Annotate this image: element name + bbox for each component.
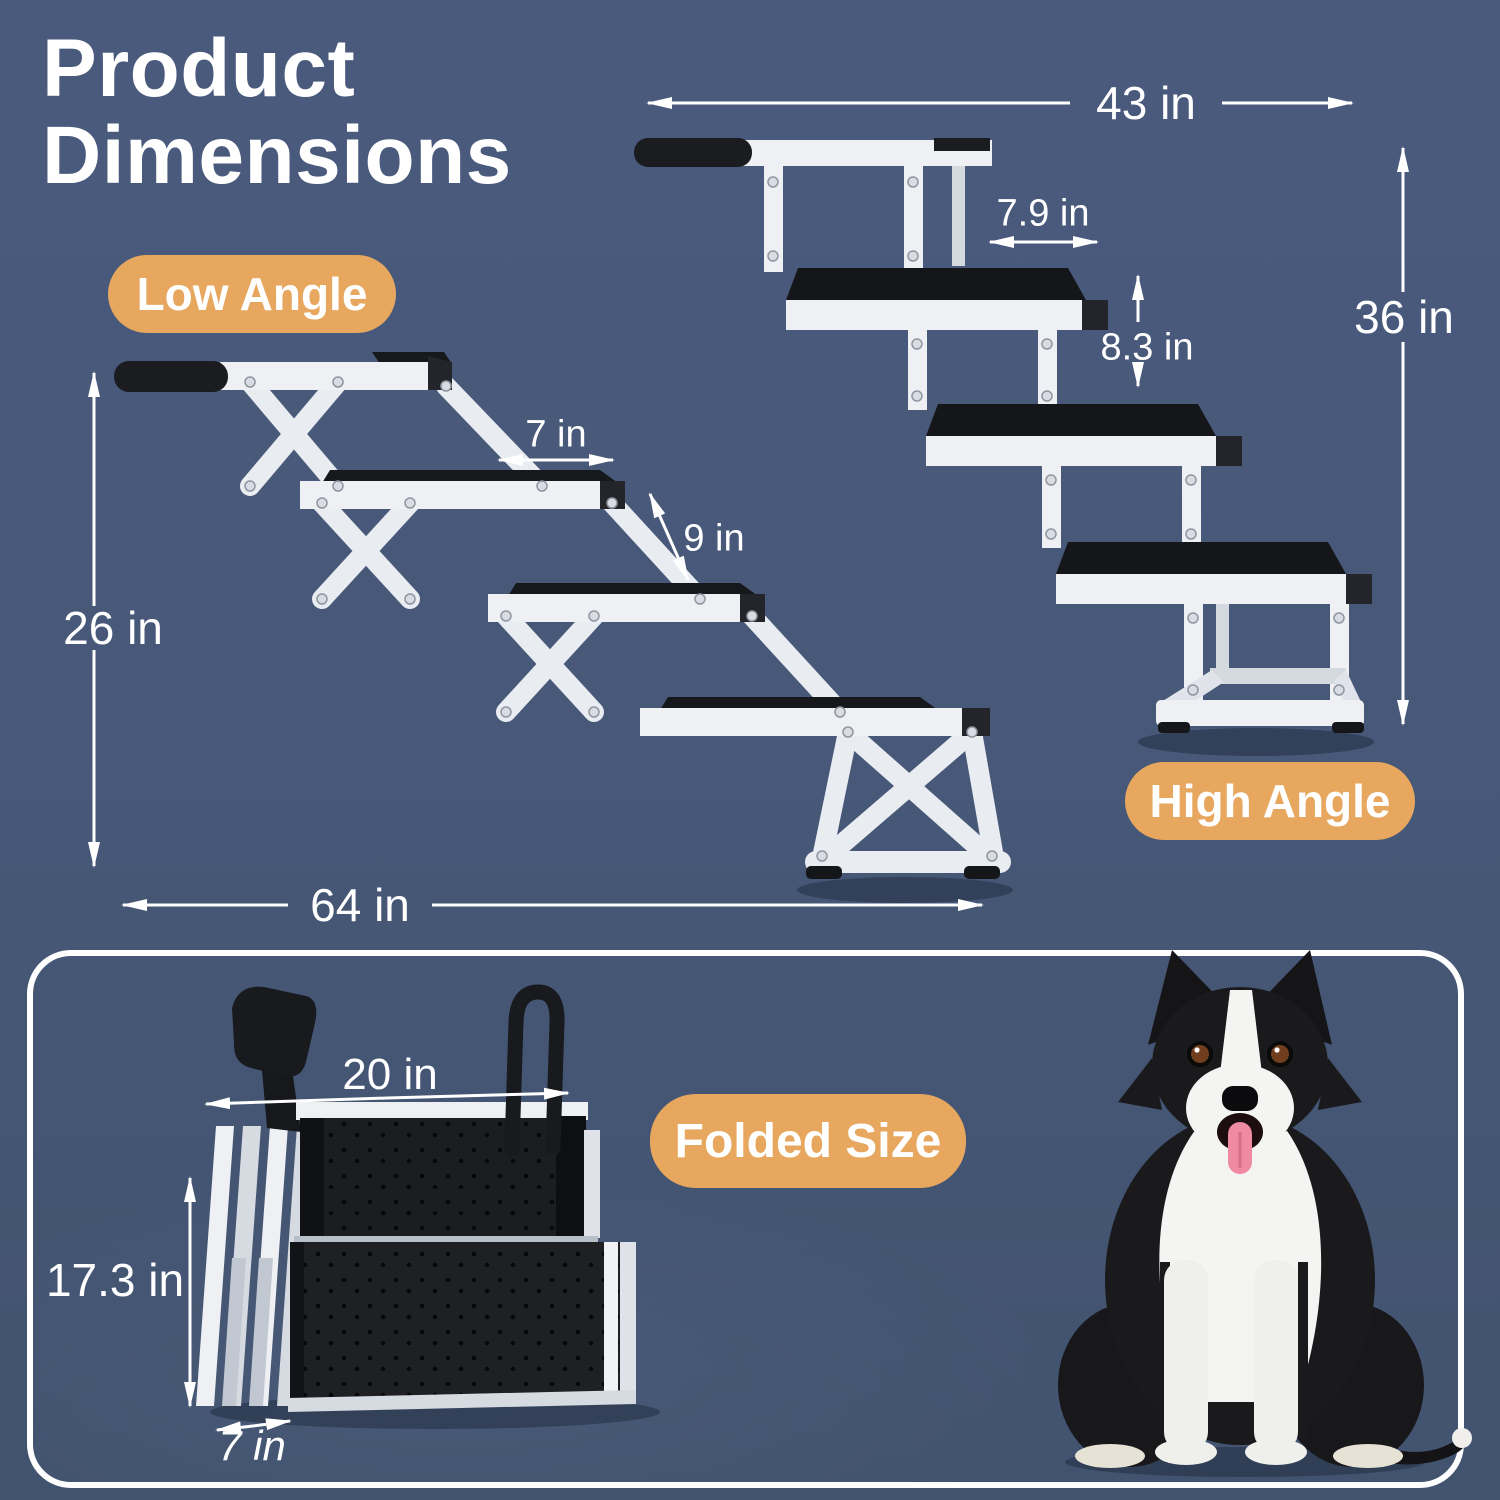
folded-size-badge: Folded Size [650, 1094, 966, 1188]
title-line-2: Dimensions [42, 109, 512, 201]
dim-label-folded-width: 20 in [342, 1050, 438, 1099]
title-line-1: Product [42, 23, 356, 114]
folded-size-panel [27, 950, 1464, 1488]
folded-size-badge-label: Folded Size [674, 1114, 942, 1168]
dim-label-high-step-rise: 8.3 in [1100, 326, 1194, 369]
dim-label-folded-height: 17.3 in [45, 1254, 185, 1306]
dim-label-folded-depth: 7 in [218, 1422, 286, 1469]
dim-label-high-length: 43 in [1096, 77, 1196, 129]
dim-label-high-height: 36 in [1354, 291, 1454, 343]
dim-label-low-length: 64 in [310, 879, 410, 931]
low-angle-badge-label: Low Angle [136, 268, 368, 320]
dim-label-low-height: 26 in [63, 602, 163, 654]
low-angle-badge: Low Angle [108, 255, 396, 333]
high-angle-badge-label: High Angle [1149, 775, 1391, 827]
dim-label-low-step-depth: 7 in [525, 413, 587, 456]
dim-label-low-step-rise: 9 in [683, 517, 745, 560]
high-angle-badge: High Angle [1125, 762, 1415, 840]
dim-label-high-step-depth: 7.9 in [996, 192, 1090, 235]
